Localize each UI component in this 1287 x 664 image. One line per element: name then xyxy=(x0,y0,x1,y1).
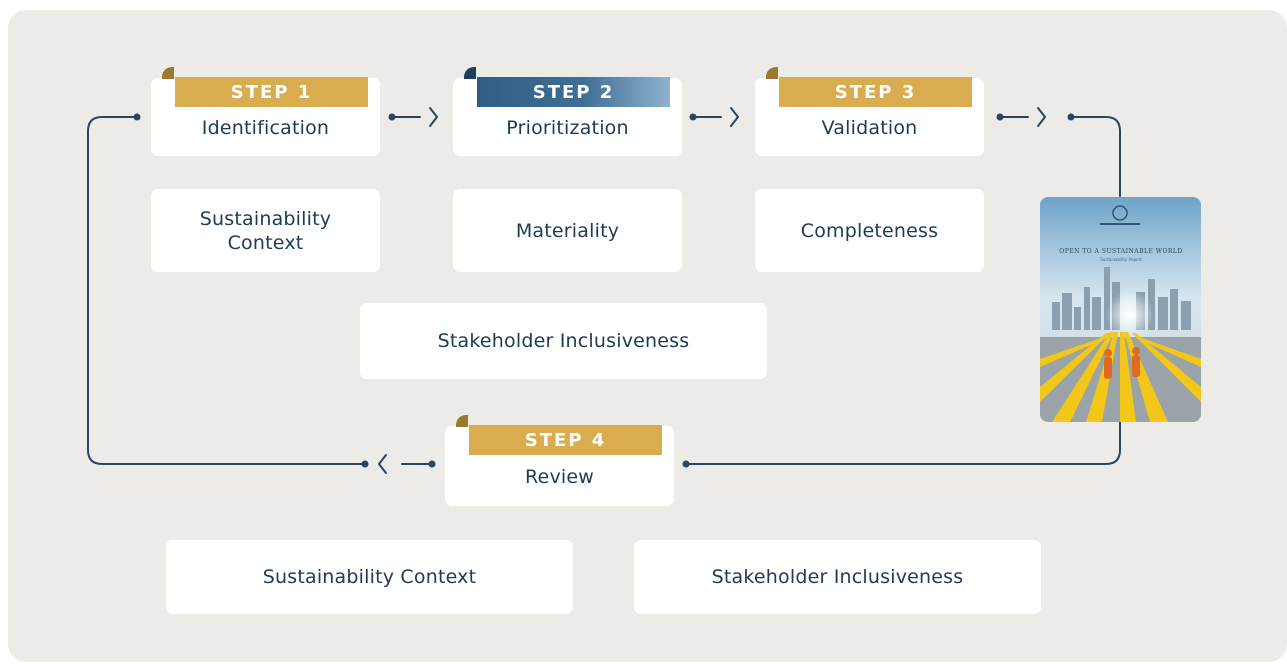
loop-review-to-step1 xyxy=(87,116,433,474)
arrow-step1-to-step2 xyxy=(391,107,438,127)
step1-ribbon-curl xyxy=(162,67,174,79)
principle-sustainability-context: Sustainability Context xyxy=(151,189,380,272)
step3-title: Validation xyxy=(821,117,918,139)
report-cover-subtitle: Sustainability Report xyxy=(1100,257,1142,262)
step2-ribbon: STEP 2 xyxy=(477,77,670,107)
arrow-step2-to-step3 xyxy=(692,107,739,127)
report-cover-title: OPEN TO A SUSTAINABLE WORLD xyxy=(1059,248,1183,255)
step4-ribbon: STEP 4 xyxy=(469,425,662,455)
loop-report-to-review xyxy=(685,116,1121,465)
step1-ribbon: STEP 1 xyxy=(175,77,368,107)
step3-ribbon: STEP 3 xyxy=(779,77,972,107)
principle-stakeholder-inclusiveness: Stakeholder Inclusiveness xyxy=(360,303,767,379)
report-cover-image xyxy=(1040,197,1201,422)
step2-ribbon-curl xyxy=(464,67,476,79)
principle-completeness: Completeness xyxy=(755,189,984,272)
step2-title: Prioritization xyxy=(506,117,629,139)
principle-materiality: Materiality xyxy=(453,189,682,272)
step1-title: Identification xyxy=(201,117,330,139)
arrow-step3-to-report xyxy=(999,107,1046,127)
review-principle-stakeholder-inclusiveness: Stakeholder Inclusiveness xyxy=(634,540,1041,614)
step4-title: Review xyxy=(525,466,594,488)
step4-ribbon-curl xyxy=(456,415,468,427)
step3-ribbon-curl xyxy=(766,67,778,79)
review-principle-sustainability-context: Sustainability Context xyxy=(166,540,573,614)
